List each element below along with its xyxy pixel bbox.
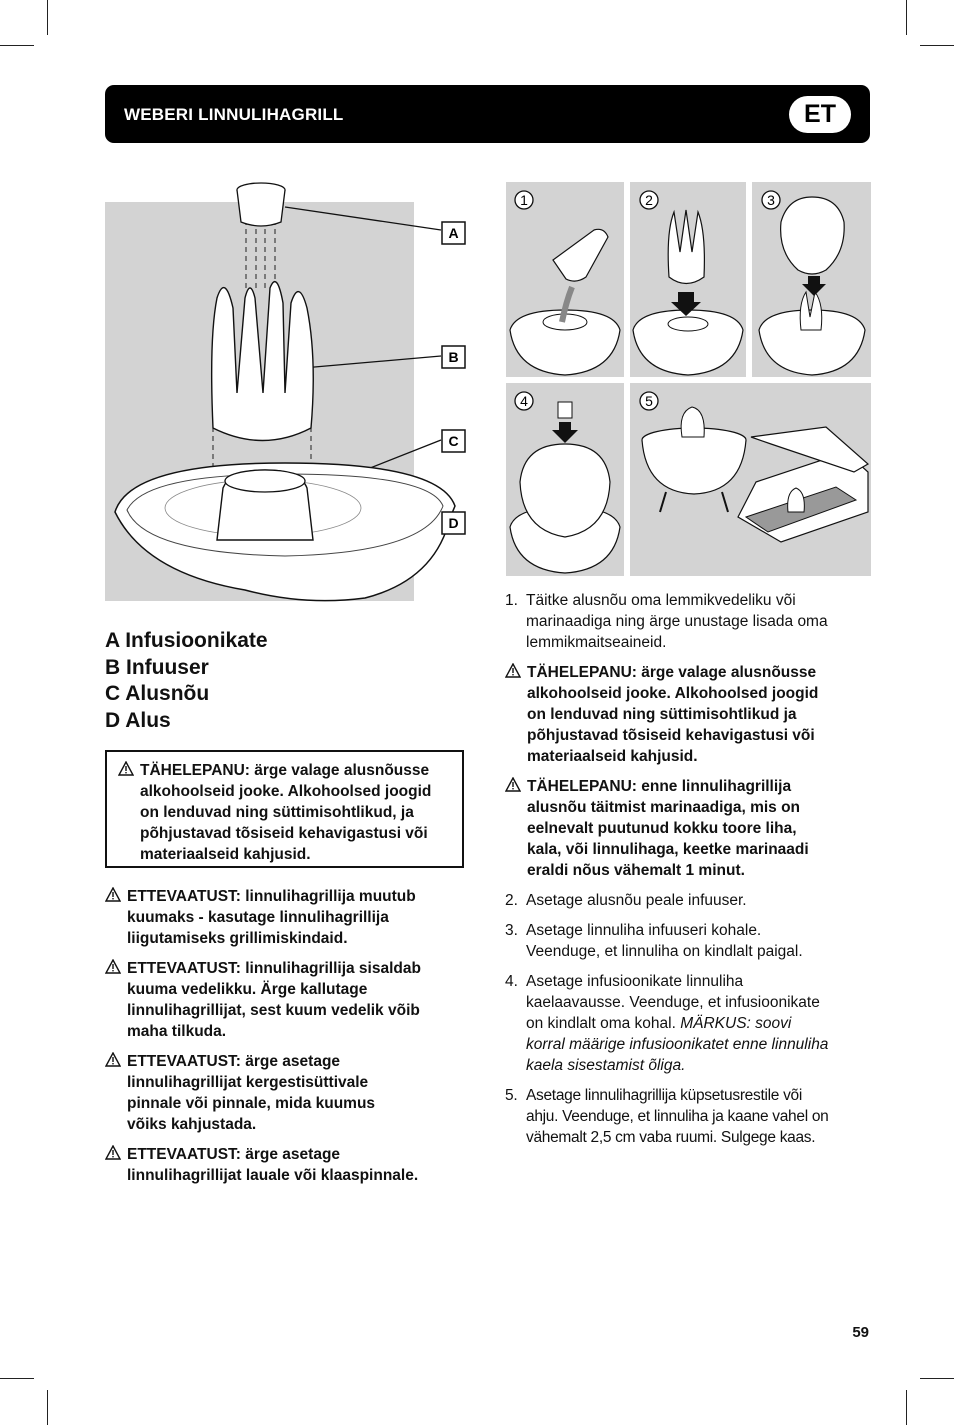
step-1: 1. Täitke alusnõu oma lemmikvedeliku või… [505, 592, 828, 651]
step-3: 3. Asetage linnuliha infuuseri kohale. V… [505, 922, 803, 960]
header-title: WEBERI LINNULIHAGRILL [124, 105, 344, 124]
step-4-marker-label: 4 [520, 393, 528, 409]
page-number: 59 [852, 1324, 869, 1341]
step-4-note: MÄRKUS: soovi [680, 1015, 792, 1032]
crop-mark [0, 45, 34, 46]
caution-item: ETTEVAATUST: linnulihagrillija muutub ku… [105, 886, 470, 949]
part-c: C Alusnõu [105, 682, 210, 705]
callout-c-label: C [448, 433, 458, 449]
warning-icon [105, 959, 121, 974]
step-4: 4. Asetage infusioonikate linnuliha kael… [505, 973, 829, 1074]
step-2-marker-label: 2 [645, 192, 653, 208]
step-warning-marinade: TÄHELEPANU: enne linnulihagrillija alusn… [505, 776, 875, 881]
step-4-marker [514, 391, 534, 411]
caution-item: ETTEVAATUST: linnulihagrillija sisaldab … [105, 958, 470, 1042]
crop-mark [920, 1378, 954, 1379]
language-badge: ET [789, 96, 851, 133]
warning-icon [505, 777, 521, 792]
callout-d [441, 511, 466, 535]
step-5-marker [639, 391, 659, 411]
callout-c [441, 429, 466, 453]
callout-b [441, 345, 466, 369]
warning-icon [118, 761, 134, 776]
step-panels: 1 2 3 4 5 [506, 182, 871, 576]
step-2-marker [639, 190, 659, 210]
crop-mark [906, 0, 907, 35]
header-bar: WEBERI LINNULIHAGRILL ET [105, 85, 870, 143]
step-3-marker-label: 3 [767, 192, 775, 208]
instruction-steps: 1. Täitke alusnõu oma lemmikvedeliku või… [505, 590, 875, 1157]
callout-a [441, 221, 466, 245]
warning-icon [105, 1145, 121, 1160]
caution-item: ETTEVAATUST: ärge asetage linnulihagrill… [105, 1051, 470, 1135]
step-3-marker [761, 190, 781, 210]
boxed-warning: TÄHELEPANU: ärge valage alusnõusse alkoh… [105, 750, 464, 868]
callout-b-label: B [448, 349, 458, 365]
parts-list: A Infusioonikate B Infuuser C Alusnõu D … [105, 628, 465, 734]
part-d: D Alus [105, 708, 171, 732]
parts-illustration: A B C D [105, 182, 466, 602]
boxed-warning-text: TÄHELEPANU: ärge valage alusnõusse alkoh… [118, 760, 452, 865]
step-1-marker-label: 1 [520, 192, 528, 208]
callout-a-label: A [448, 225, 458, 241]
crop-mark [906, 1390, 907, 1425]
step-5-marker-label: 5 [645, 393, 653, 409]
step-2: 2. Asetage alusnõu peale infuuser. [505, 892, 747, 909]
crop-mark [47, 0, 48, 35]
step-warning-alcohol: TÄHELEPANU: ärge valage alusnõusse alkoh… [505, 662, 875, 767]
part-a: A Infusioonikate [105, 629, 268, 652]
warning-icon [505, 663, 521, 678]
part-b: B Infuuser [105, 655, 209, 679]
callout-d-label: D [448, 515, 458, 531]
step-illustrations: 1 2 3 4 5 [506, 182, 871, 576]
caution-item: ETTEVAATUST: ärge asetage linnulihagrill… [105, 1144, 470, 1186]
crop-mark [0, 1378, 34, 1379]
crop-mark [47, 1390, 48, 1425]
step-5: 5. Asetage linnulihagrillija küpsetusres… [505, 1087, 829, 1146]
parts-diagram: A B C D [105, 178, 470, 603]
caution-list: ETTEVAATUST: linnulihagrillija muutub ku… [105, 886, 470, 1195]
warning-icon [105, 1052, 121, 1067]
step-1-marker [514, 190, 534, 210]
warning-icon [105, 887, 121, 902]
crop-mark [920, 45, 954, 46]
